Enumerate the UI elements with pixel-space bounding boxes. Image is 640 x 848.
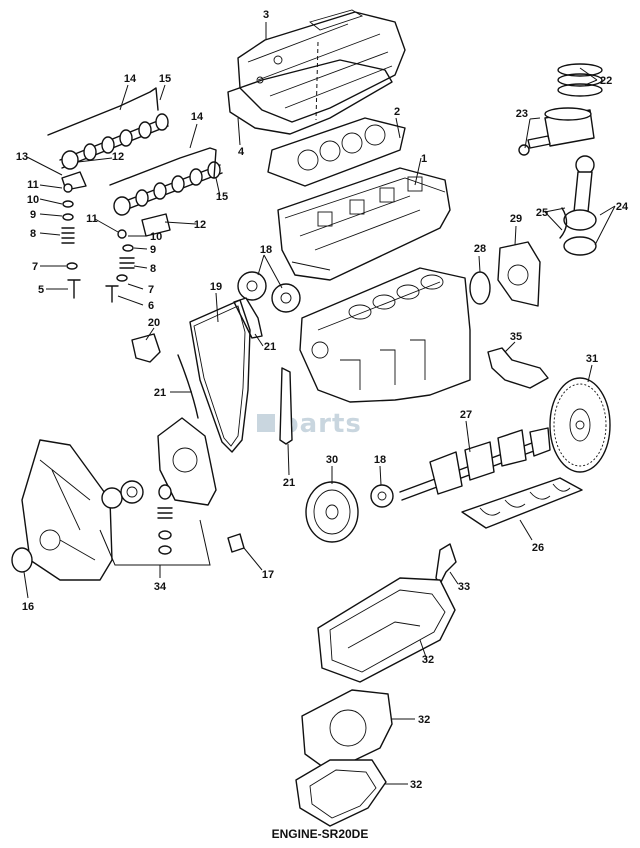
callout-22: 22 (600, 75, 612, 87)
callout-14: 14 (191, 111, 204, 123)
callout-16: 16 (22, 601, 34, 613)
callout-32: 32 (422, 654, 434, 666)
callout-32: 32 (410, 779, 422, 791)
timing-chain (189, 299, 251, 453)
callout-19: 19 (210, 281, 222, 293)
callout-labels: 3 22 14 15 2 23 14 4 13 12 1 11 10 9 8 1… (16, 9, 629, 791)
callout-8: 8 (150, 263, 156, 275)
chain-guide-left (177, 354, 199, 419)
valve-cover (237, 9, 406, 123)
oil-pump-gears (101, 480, 144, 509)
engine-block (299, 267, 471, 403)
oil-pan-baffle (301, 689, 393, 773)
callout-3: 3 (263, 9, 269, 21)
camshaft-lower (113, 161, 223, 216)
callout-26: 26 (532, 542, 544, 554)
callout-4: 4 (238, 146, 245, 158)
callout-14: 14 (124, 73, 137, 85)
oil-tube-upper (47, 87, 159, 136)
flywheel (549, 377, 611, 473)
crank-pulley (305, 481, 359, 543)
watermark-logo: parts (257, 409, 362, 439)
callout-13: 13 (16, 151, 28, 163)
camshaft-upper (59, 113, 169, 170)
callout-12: 12 (194, 219, 206, 231)
callout-30: 30 (326, 454, 338, 466)
callout-6: 6 (148, 300, 154, 312)
chain-tensioner (131, 333, 161, 363)
callout-24: 24 (616, 201, 629, 213)
callout-10: 10 (27, 194, 39, 206)
rear-seal-retainer (497, 241, 541, 307)
callout-2: 2 (394, 106, 400, 118)
oil-pan-lower (295, 759, 387, 827)
crankshaft (399, 427, 551, 501)
callout-33: 33 (458, 581, 470, 593)
watermark-text: parts (280, 409, 362, 439)
callout-28: 28 (474, 243, 486, 255)
callout-18: 18 (260, 244, 272, 256)
callout-32: 32 (418, 714, 430, 726)
callout-7: 7 (32, 261, 38, 273)
valve-cover-gasket (227, 59, 393, 135)
dowel-pin (227, 533, 245, 553)
callout-20: 20 (148, 317, 160, 329)
piston-rings (557, 63, 603, 97)
cam-sprocket-intake (237, 271, 267, 301)
head-gasket (267, 117, 406, 187)
oil-level-sensor (435, 543, 457, 585)
callout-15: 15 (159, 73, 171, 85)
callout-7: 7 (148, 284, 154, 296)
main-bearings (461, 477, 583, 529)
callout-27: 27 (460, 409, 472, 421)
callout-31: 31 (586, 353, 598, 365)
oil-pan-upper (317, 577, 456, 683)
cylinder-head (277, 167, 451, 281)
callout-12: 12 (112, 151, 124, 163)
rear-oil-seal (469, 271, 491, 305)
chain-guide-right (279, 367, 293, 445)
callout-15: 15 (216, 191, 228, 203)
callout-23: 23 (516, 108, 528, 120)
front-cover (21, 439, 113, 581)
callout-1: 1 (421, 153, 427, 165)
cam-sprocket-exhaust (271, 283, 301, 313)
callout-8: 8 (30, 228, 36, 240)
callout-35: 35 (510, 331, 522, 343)
rocker-arm-lower (141, 213, 171, 237)
callout-34: 34 (154, 581, 167, 593)
oil-tube-lower (109, 147, 217, 186)
valve-train-center (105, 229, 135, 303)
front-oil-seal (11, 547, 33, 573)
crank-sprocket (370, 484, 394, 508)
callout-18: 18 (374, 454, 386, 466)
callout-29: 29 (510, 213, 522, 225)
callout-17: 17 (262, 569, 274, 581)
callout-25: 25 (536, 207, 548, 219)
callout-21: 21 (154, 387, 166, 399)
valve-train-left (61, 183, 81, 299)
callout-11: 11 (27, 179, 39, 191)
diagram-caption: ENGINE-SR20DE (272, 827, 369, 841)
callout-21: 21 (283, 477, 295, 489)
callout-11: 11 (86, 213, 98, 225)
callout-9: 9 (150, 244, 156, 256)
leader-lines (23, 22, 616, 785)
callout-10: 10 (150, 231, 162, 243)
callout-5: 5 (38, 284, 44, 296)
oil-pickup (487, 347, 549, 389)
connecting-rod (559, 155, 597, 256)
chain-guide (233, 297, 263, 339)
oil-pump-housing (157, 417, 217, 506)
callout-9: 9 (30, 209, 36, 221)
piston (518, 107, 595, 156)
callout-21: 21 (264, 341, 276, 353)
oil-pump-relief-valve (157, 484, 173, 555)
